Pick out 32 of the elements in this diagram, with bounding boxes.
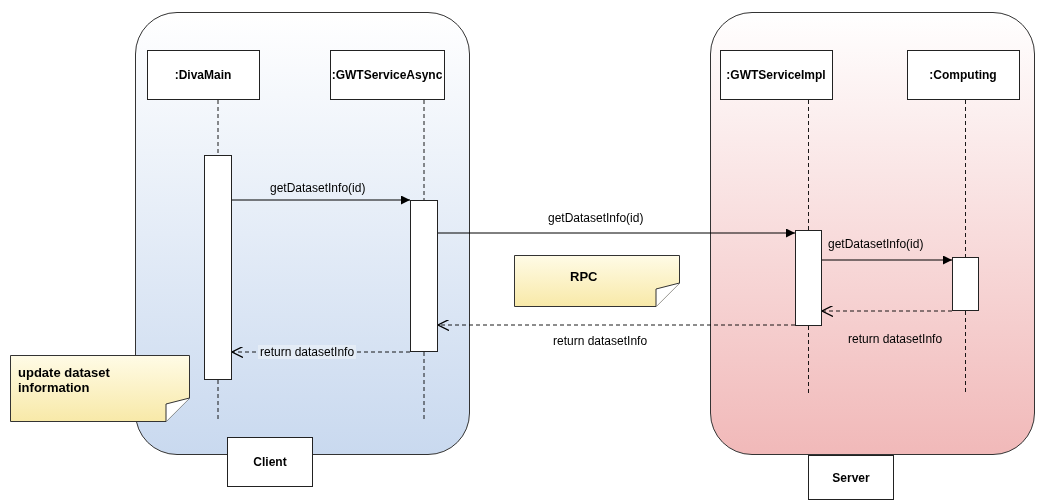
activation-bar — [951, 256, 979, 311]
message-arrow — [231, 195, 411, 205]
note — [514, 255, 680, 307]
lifeline-header: :GWTServiceImpl — [719, 49, 833, 100]
message-label: return datasetInfo — [258, 345, 357, 359]
lifeline — [217, 99, 219, 156]
region-label: Server — [808, 455, 894, 500]
note — [10, 355, 190, 422]
lifeline-header: :Computing — [906, 49, 1020, 100]
lifeline — [808, 99, 809, 231]
activation-bar — [203, 154, 232, 380]
server-region — [710, 12, 1035, 455]
message-label: return datasetInfo — [847, 332, 944, 346]
note-text: RPC — [570, 269, 599, 284]
message-label: getDatasetInfo(id) — [827, 237, 925, 251]
client-region — [135, 12, 470, 455]
lifeline-header: :DivaMain — [146, 49, 260, 100]
message-label: getDatasetInfo(id) — [547, 211, 645, 225]
region-label: Client — [227, 437, 313, 487]
lifeline — [423, 351, 425, 421]
lifeline — [217, 379, 219, 421]
lifeline — [423, 99, 425, 201]
message-arrow — [821, 255, 953, 265]
message-label: return datasetInfo — [552, 334, 649, 348]
lifeline — [965, 99, 966, 258]
message-arrow — [437, 228, 796, 238]
message-label: getDatasetInfo(id) — [269, 181, 367, 195]
lifeline — [808, 325, 809, 396]
lifeline-header: :GWTServiceAsync — [329, 49, 445, 100]
activation-bar — [409, 199, 438, 352]
note-text: update dataset information — [18, 365, 111, 395]
activation-bar — [794, 229, 822, 326]
